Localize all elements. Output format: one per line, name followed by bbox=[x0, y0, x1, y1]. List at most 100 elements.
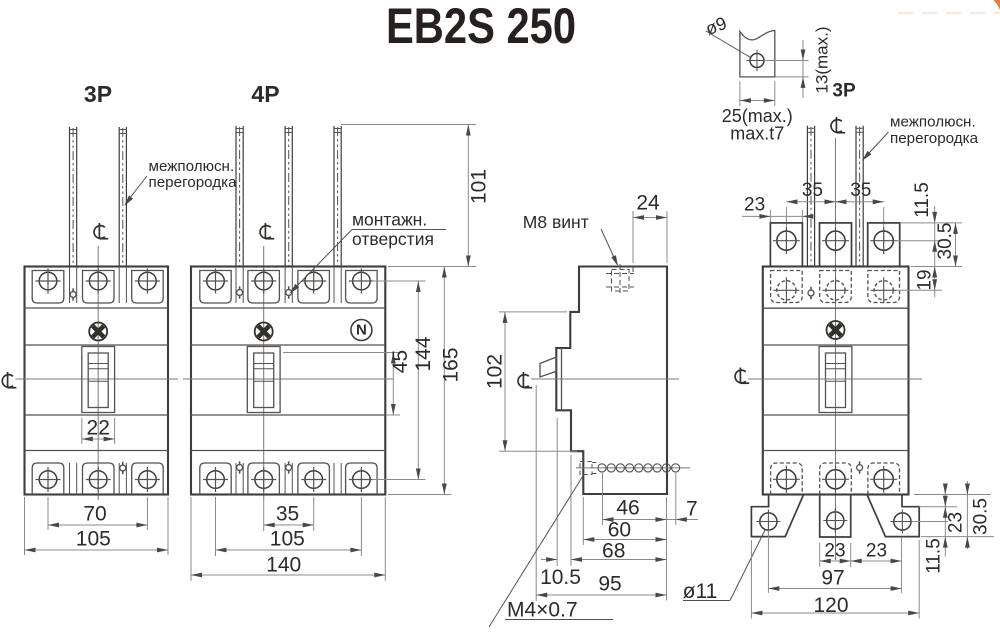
rear-dim-35-left: 35 bbox=[802, 180, 823, 201]
side-dim60-arrow bbox=[583, 537, 595, 542]
front4p-pole-partition-1 bbox=[235, 125, 244, 267]
rear-partition-label-line2: перегородка bbox=[890, 130, 979, 147]
side-dim24-arrow bbox=[633, 215, 644, 220]
rear3p-terminal-recess-top-3 bbox=[867, 269, 901, 304]
front4p-dim144-arrow bbox=[415, 281, 421, 292]
front3p-pole-partition-right bbox=[118, 126, 128, 268]
rear3p-foot-hole-right bbox=[889, 508, 916, 535]
side-m4-thread-circle bbox=[597, 463, 607, 473]
side-m4-thread-circle bbox=[670, 463, 681, 473]
front4p-neutral-letter: N bbox=[356, 322, 367, 339]
front4p-terminal-top-2 bbox=[247, 269, 281, 304]
front4p-mounting-hole-bottom-2 bbox=[284, 460, 293, 475]
front4p-dim140-arrow bbox=[191, 572, 202, 578]
rear-dim115b-arrow bbox=[942, 506, 948, 518]
front4p-dim-144: 144 bbox=[412, 336, 435, 371]
front3p-terminal-bottom-3 bbox=[131, 462, 164, 495]
rear-dim23bl-arrow bbox=[839, 558, 851, 564]
rear-dim115b-arrow bbox=[942, 483, 948, 495]
rear3p-foot-right bbox=[866, 494, 921, 538]
centerline-icon bbox=[830, 116, 847, 134]
side-toggle-handle bbox=[539, 356, 557, 378]
front4p-terminal-screw-top-1 bbox=[202, 267, 229, 295]
front4p-body-outline bbox=[189, 265, 387, 496]
side-dim95-arrow bbox=[655, 592, 667, 598]
rear-dim23br-arrow bbox=[850, 558, 862, 564]
front4p-terminal-screw-bottom-1 bbox=[202, 466, 229, 493]
rear3p-terminal-recess-bottom-1 bbox=[769, 462, 803, 495]
front4p-dim-105: 105 bbox=[270, 528, 305, 551]
front3p-mounting-hole-bottom bbox=[119, 460, 127, 476]
rear3p-tab-screw-3 bbox=[869, 226, 899, 255]
rear-dim-23-vert: 23 bbox=[945, 512, 966, 533]
front3p-terminal-screw-top-2 bbox=[84, 267, 112, 295]
rear3p-screw-row2-3 bbox=[870, 276, 898, 304]
rear-partition-label-line1: межполюсн. bbox=[890, 114, 976, 131]
rear3p-mounting-hole-top bbox=[807, 285, 815, 301]
rear-dim115t-arrow bbox=[932, 240, 938, 252]
centerline-icon bbox=[734, 366, 751, 385]
front3p-pole-partition-left bbox=[68, 126, 78, 268]
side-m4-thread-circle bbox=[661, 463, 672, 473]
rear-dim115t-arrow bbox=[932, 211, 938, 223]
rear3p-terminal-recess-bottom-2 bbox=[819, 462, 852, 495]
side-dim24-arrow bbox=[656, 215, 667, 220]
rear-dim97-arrow bbox=[890, 586, 902, 591]
side-m4-thread-circle bbox=[624, 463, 635, 473]
front3p-terminal-top-2 bbox=[81, 269, 115, 304]
rear-dim305b-arrow bbox=[965, 536, 970, 548]
front3p-terminal-screw-top-1 bbox=[34, 267, 62, 295]
side-m4-thread-circle bbox=[615, 463, 626, 473]
rear3p-terminal-recess-bottom-3 bbox=[867, 462, 901, 495]
rear3p-foot-center bbox=[818, 494, 852, 538]
rear3p-foot-left bbox=[750, 494, 805, 538]
front4p-terminal-top-1 bbox=[199, 269, 232, 304]
detail-dim25-arrow bbox=[763, 98, 775, 103]
front3p-terminal-screw-bottom-1 bbox=[34, 466, 62, 493]
front3p-dim-70: 70 bbox=[83, 503, 106, 526]
brand-corner-accent bbox=[993, 0, 1000, 10]
front4p-dim-35: 35 bbox=[276, 503, 299, 526]
rear-dim-23-bottom-left: 23 bbox=[824, 541, 845, 562]
side-dim68-arrow bbox=[655, 557, 667, 562]
rear3p-tab-screw-1 bbox=[772, 226, 801, 255]
rear-dim-30p5-top: 30.5 bbox=[935, 223, 956, 260]
rear-dim97-arrow bbox=[768, 586, 780, 591]
side-m4-thread-circle bbox=[652, 463, 662, 473]
front3p-terminal-top-3 bbox=[131, 269, 164, 304]
front4p-terminal-bottom-3 bbox=[297, 462, 331, 495]
front4p-terminal-bottom-2 bbox=[247, 462, 281, 495]
side-dim102-arrow bbox=[502, 311, 508, 323]
rear-dim23bl-arrow bbox=[819, 558, 831, 564]
rear-partition-leader-arrow bbox=[862, 150, 872, 161]
side-m4-thread-circle bbox=[634, 463, 644, 473]
front4p-dim165-arrow bbox=[441, 266, 447, 278]
detail-dim-t7max: max.t7 bbox=[730, 124, 784, 144]
detail-dim13-arrow bbox=[800, 49, 806, 61]
rear-dim19-arrow bbox=[932, 266, 938, 278]
side-dim-95: 95 bbox=[598, 573, 621, 596]
side-dim-60: 60 bbox=[608, 519, 631, 542]
rear3p-foot-hole-left bbox=[755, 508, 782, 535]
front3p-terminal-bottom-1 bbox=[31, 462, 65, 495]
rear-dim-23-bottom-right: 23 bbox=[866, 541, 887, 562]
front3p-mounting-hole-top bbox=[69, 287, 77, 302]
rear-dim-35-right: 35 bbox=[850, 180, 871, 201]
rear-dim35l-arrow bbox=[786, 199, 798, 205]
front4p-dim35-arrow bbox=[302, 522, 314, 528]
side-dim-68: 68 bbox=[602, 540, 625, 563]
side-dim46-arrow bbox=[655, 517, 667, 522]
rear3p-screw-bottom-3 bbox=[869, 464, 899, 494]
side-dim7-arrow bbox=[675, 517, 687, 522]
rear3p-foot-screw-center bbox=[822, 507, 849, 534]
front3p-handle-window bbox=[81, 345, 116, 414]
front4p-dim105-arrow bbox=[350, 547, 362, 553]
rear-dim23t-arrow bbox=[802, 214, 814, 219]
side-dim-10p5: 10.5 bbox=[540, 566, 581, 589]
front4p-handle bbox=[253, 352, 275, 409]
rear-dim19-arrow bbox=[932, 279, 938, 291]
front3p-terminal-screw-bottom-2 bbox=[84, 466, 112, 493]
front3p-dim105-arrow bbox=[24, 547, 36, 553]
side-dim-102: 102 bbox=[484, 354, 507, 389]
